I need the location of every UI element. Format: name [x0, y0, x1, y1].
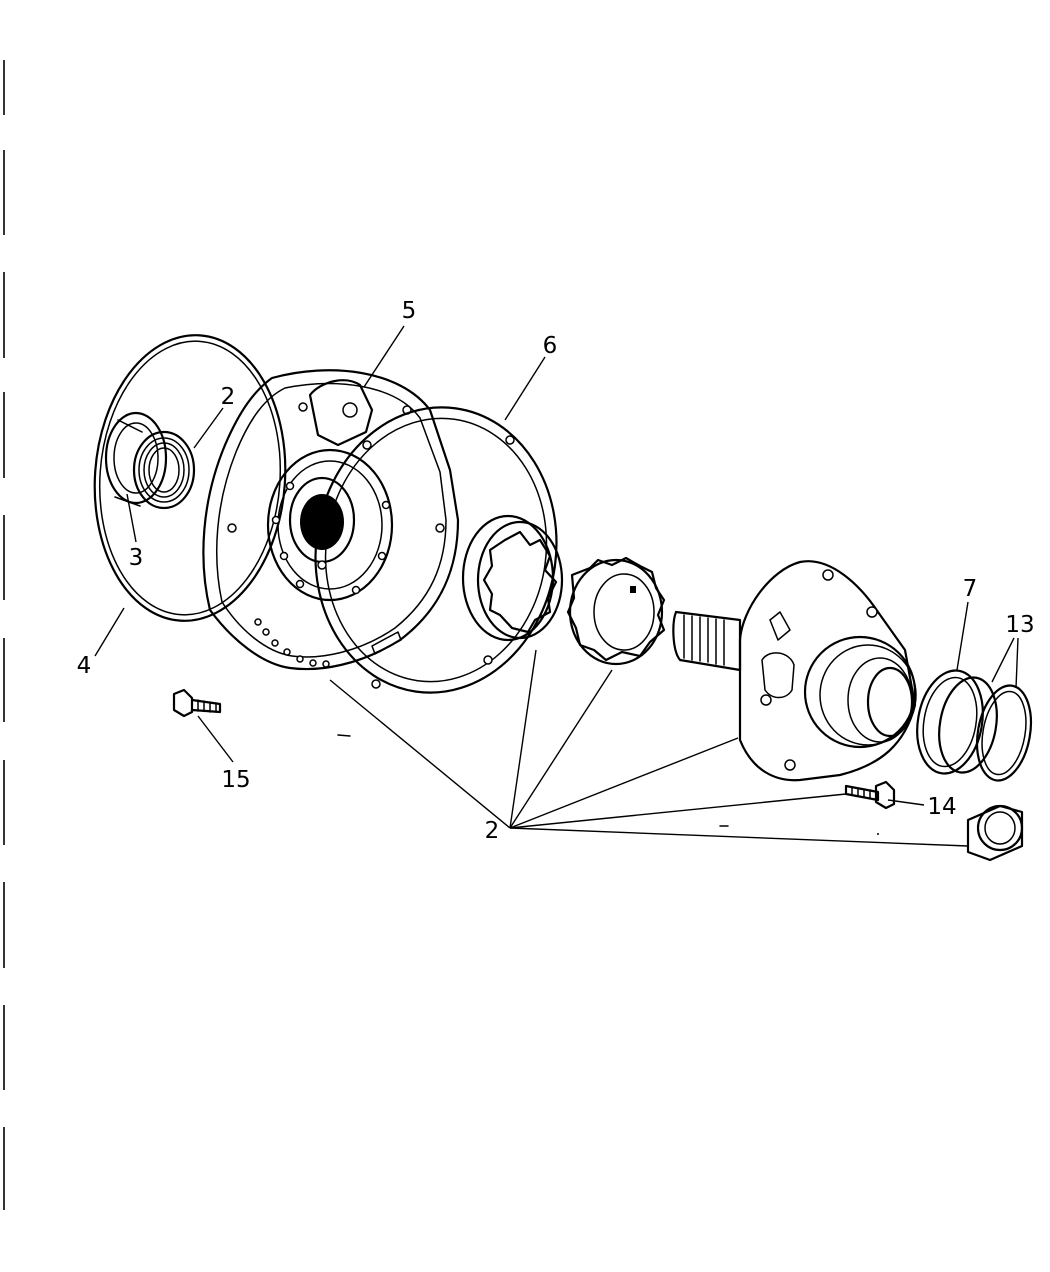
- callout-15: 15: [221, 767, 250, 793]
- print-marks: [337, 734, 879, 835]
- callout-7: 7: [963, 576, 978, 602]
- callout-2-bushing: 2: [221, 384, 236, 410]
- callout-2-main: 2: [485, 818, 500, 844]
- outer-rotor: [461, 514, 564, 642]
- bushing-cup: [966, 804, 1024, 862]
- callout-13: 13: [1005, 612, 1034, 638]
- seal-rings-part-13: [938, 676, 1033, 782]
- gasket-part-6: [314, 406, 558, 694]
- leader-lines: [94, 325, 1019, 847]
- bolt-part-15: [172, 688, 222, 718]
- callout-6: 6: [543, 333, 558, 359]
- callout-4: 4: [77, 653, 92, 679]
- callout-3: 3: [129, 545, 144, 571]
- callout-14: 14: [927, 794, 956, 820]
- callout-labels: 5 6 2 3 4 15 2 7 13 14: [77, 298, 1035, 844]
- bushing-seal-parts-2-3: [104, 411, 196, 510]
- gasket-ring-part-4: [93, 334, 287, 622]
- callout-5: 5: [402, 298, 417, 324]
- snap-ring-part-7: [916, 669, 984, 775]
- bolt-part-14: [844, 780, 896, 810]
- inner-gear: [566, 556, 666, 666]
- reaction-shaft-support: [672, 560, 917, 782]
